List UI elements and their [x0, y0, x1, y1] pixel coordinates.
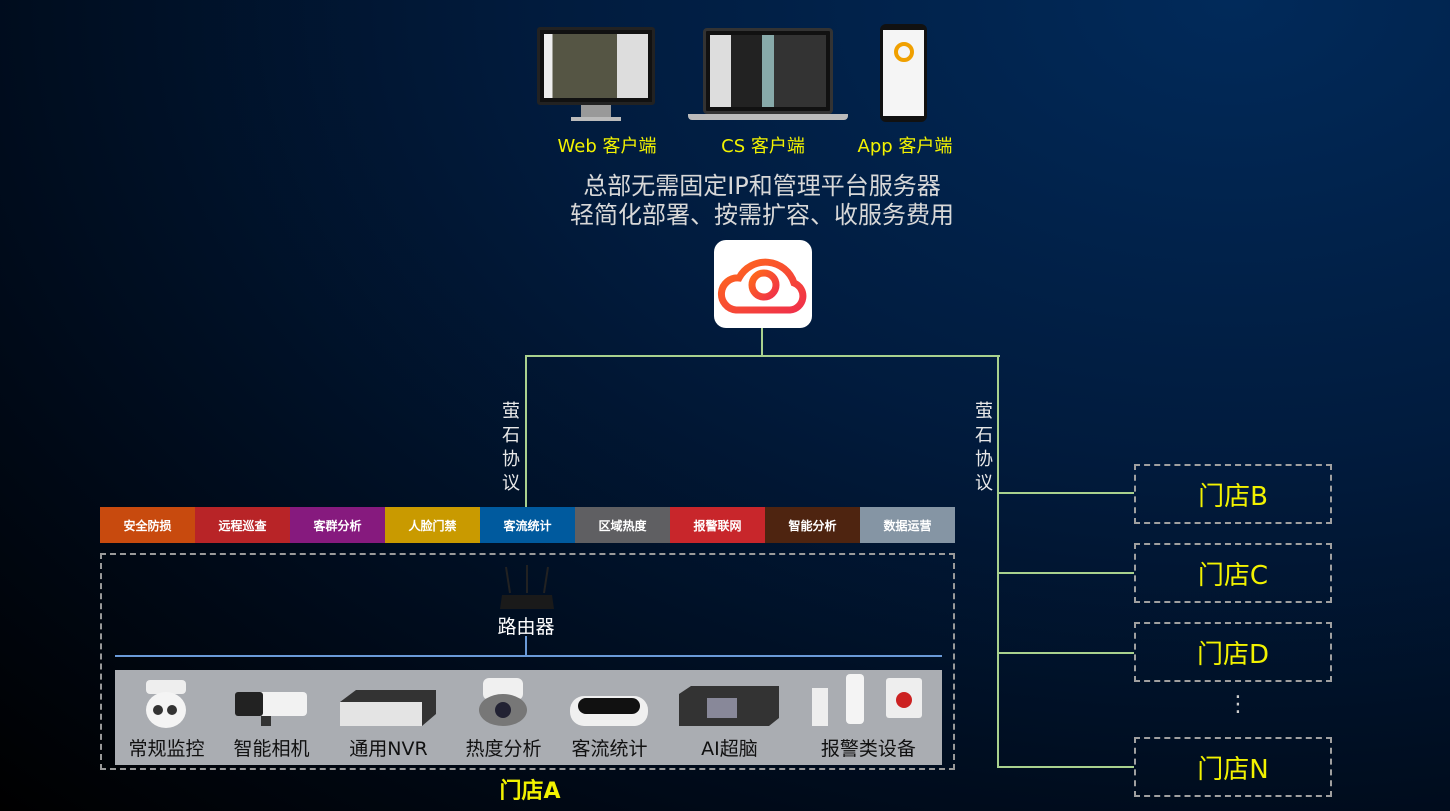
function-customer-analysis: 客群分析 [290, 507, 385, 543]
app-client-label: App 客户端 [857, 136, 953, 157]
nvr-icon [338, 678, 438, 728]
device-label: 常规监控 [128, 738, 205, 760]
cloud-logo-icon [714, 240, 812, 328]
store-n: 门店N [1134, 737, 1332, 797]
laptop-image [688, 28, 848, 122]
device-label: 热度分析 [465, 738, 542, 760]
router-icon [500, 565, 554, 611]
function-alarm: 报警联网 [670, 507, 765, 543]
function-traffic-count: 客流统计 [480, 507, 575, 543]
store-ellipsis: ⋮ [1227, 692, 1249, 717]
cs-client-label: CS 客户端 [721, 136, 805, 157]
monitor-image [537, 27, 655, 125]
function-data-ops: 数据运营 [860, 507, 955, 543]
heat-camera-icon [473, 678, 533, 728]
store-b: 门店B [1134, 464, 1332, 524]
function-smart-analysis: 智能分析 [765, 507, 860, 543]
router-label: 路由器 [497, 616, 555, 638]
alarm-devices-icon [808, 674, 928, 728]
store-a-label: 门店A [499, 779, 561, 804]
device-label: 客流统计 [571, 738, 648, 760]
people-counter-icon [568, 678, 650, 728]
store-a-box [100, 553, 955, 770]
protocol-label-left: 萤石协议 [502, 401, 520, 494]
device-label: 智能相机 [233, 738, 310, 760]
description-line-1: 总部无需固定IP和管理平台服务器 [583, 172, 941, 200]
protocol-label-right: 萤石协议 [975, 401, 993, 494]
function-face-access: 人脸门禁 [385, 507, 480, 543]
store-c: 门店C [1134, 543, 1332, 603]
function-remote-patrol: 远程巡查 [195, 507, 290, 543]
store-d: 门店D [1134, 622, 1332, 682]
device-label: 通用NVR [349, 738, 428, 760]
ai-server-icon [677, 678, 781, 728]
device-panel: 常规监控 智能相机 通用NVR 热度分析 客流统计 AI超脑 报警类设备 [115, 670, 942, 765]
dome-camera-icon [138, 678, 194, 728]
function-security: 安全防损 [100, 507, 195, 543]
bullet-camera-icon [231, 678, 311, 728]
phone-image [880, 24, 927, 122]
device-label: AI超脑 [701, 738, 758, 760]
web-client-label: Web 客户端 [557, 136, 657, 157]
function-bar: 安全防损 远程巡查 客群分析 人脸门禁 客流统计 区域热度 报警联网 智能分析 … [100, 507, 955, 543]
device-label: 报警类设备 [820, 738, 916, 760]
function-heatmap: 区域热度 [575, 507, 670, 543]
description-line-2: 轻简化部署、按需扩容、收服务费用 [570, 201, 954, 229]
